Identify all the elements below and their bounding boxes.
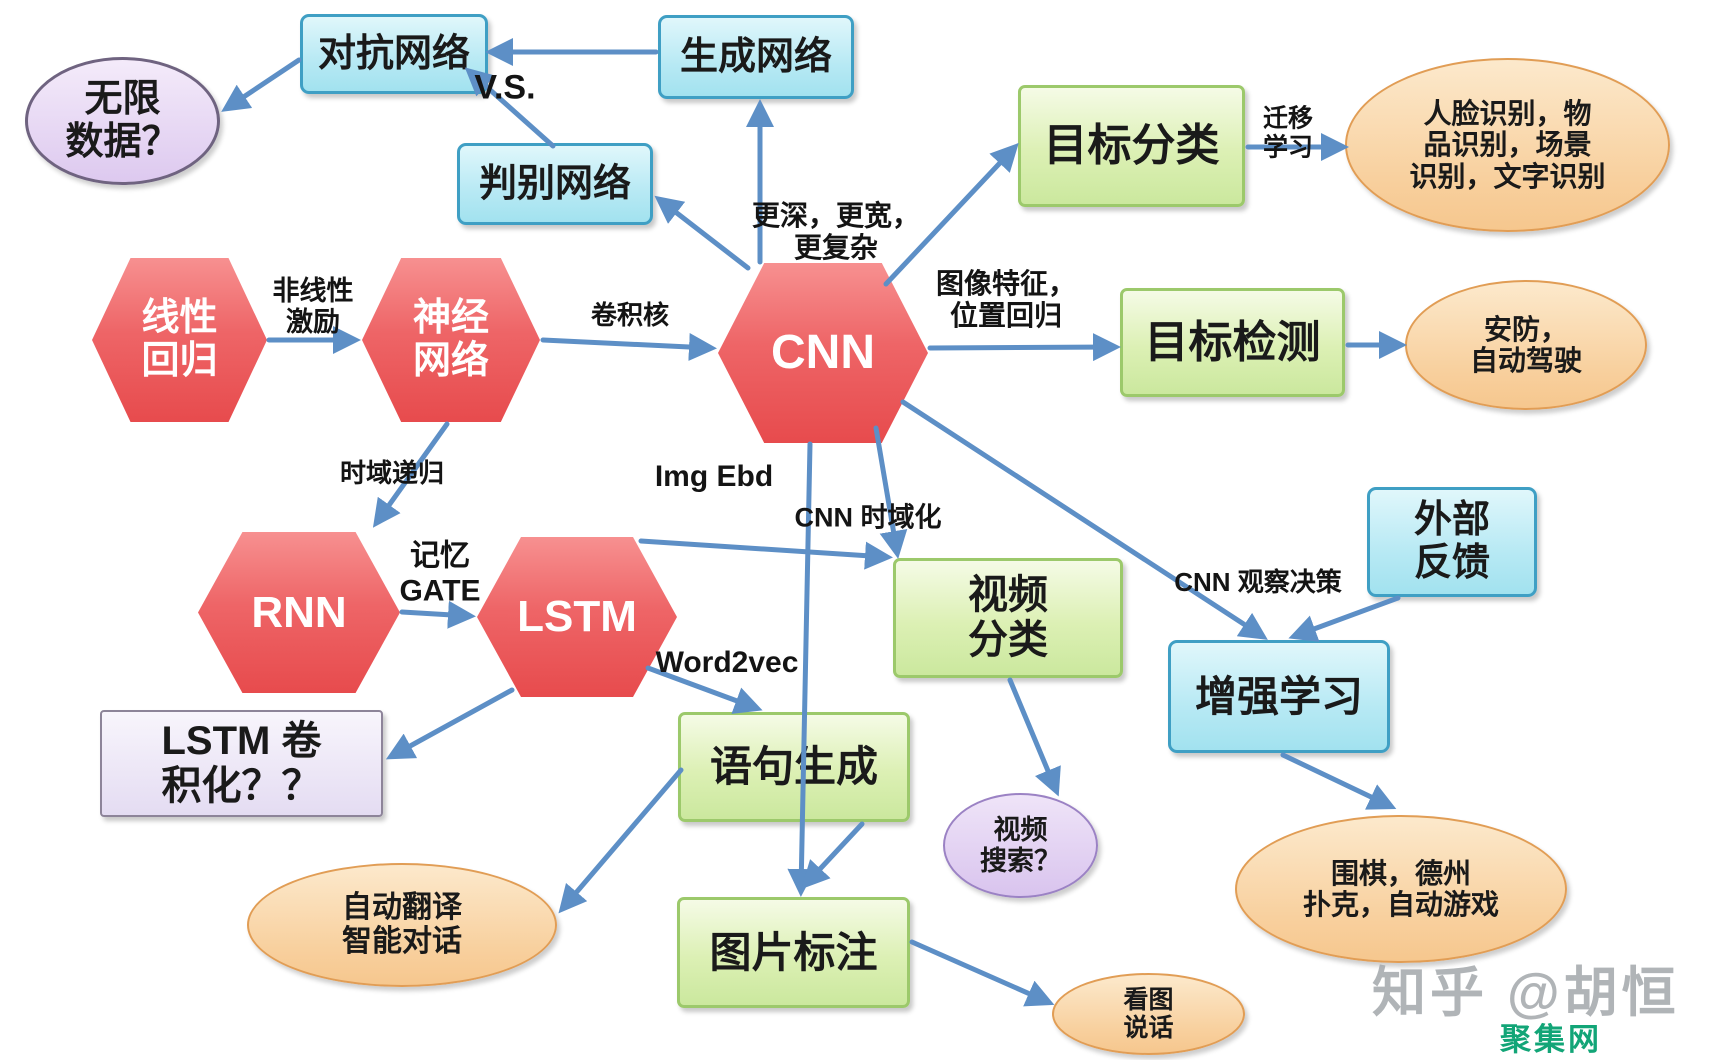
node-label-line: 数据？	[65, 121, 180, 163]
node-lstm-convolution: LSTM 卷积化？？	[100, 710, 383, 817]
node-label-line: RNN	[251, 587, 347, 637]
node-label-line: 识别，文字识别	[1409, 160, 1606, 192]
node-external-feedback: 外部反馈	[1367, 487, 1537, 597]
node-neural-network: 神经网络	[362, 258, 540, 422]
node-label-line: 看图	[1123, 986, 1174, 1014]
node-label-line: 目标检测	[1144, 317, 1321, 367]
node-label-line: 积化？？	[161, 763, 322, 808]
node-label-line: 智能对话	[342, 925, 462, 958]
node-label-line: 神经	[412, 297, 489, 340]
node-video-classification: 视频分类	[893, 558, 1123, 678]
node-lstm: LSTM	[477, 537, 677, 697]
node-label-line: 安防，	[1483, 313, 1568, 345]
node-discriminative-network: 判别网络	[457, 143, 653, 225]
node-label-line: 分类	[968, 618, 1048, 662]
node-recognition-applications: 人脸识别，物品识别，场景识别，文字识别	[1345, 58, 1670, 232]
node-label-line: 图片标注	[709, 928, 878, 976]
node-generative-network: 生成网络	[658, 15, 854, 99]
node-label-line: 目标分类	[1043, 121, 1220, 171]
node-linear-regression: 线性回归	[92, 258, 267, 422]
node-object-detection: 目标检测	[1120, 288, 1345, 397]
node-video-search: 视频搜索？	[943, 793, 1098, 898]
node-label-line: 视频	[968, 573, 1048, 618]
node-label-line: 回归	[141, 340, 218, 382]
node-reinforcement-learning: 增强学习	[1168, 640, 1390, 753]
node-label-line: 说话	[1123, 1014, 1174, 1042]
node-image-description: 看图说话	[1052, 973, 1245, 1055]
node-label-line: 线性	[141, 297, 218, 340]
node-label-line: 人脸识别，物	[1423, 97, 1592, 129]
node-rnn: RNN	[198, 532, 400, 693]
node-object-classification: 目标分类	[1018, 85, 1245, 207]
node-label-line: 围棋，德州	[1330, 857, 1471, 889]
node-label-line: LSTM	[517, 592, 637, 642]
watermark-site: 聚集网	[1500, 1022, 1602, 1057]
node-games-go-poker: 围棋，德州扑克，自动游戏	[1235, 815, 1567, 963]
node-label-line: 判别网络	[478, 162, 631, 205]
node-label-line: 扑克，自动游戏	[1302, 889, 1499, 920]
node-label-line: 搜索？	[980, 845, 1061, 876]
node-label-line: 网络	[412, 340, 489, 382]
node-translation-dialogue: 自动翻译智能对话	[247, 863, 557, 987]
node-security-autodriving: 安防，自动驾驶	[1405, 280, 1647, 410]
node-label-line: 视频	[993, 815, 1048, 846]
node-label-line: CNN	[771, 326, 875, 380]
node-label-line: 自动翻译	[342, 891, 462, 925]
node-label-line: 对抗网络	[317, 32, 470, 75]
watermark-author: 知乎 @胡恒	[1372, 963, 1680, 1023]
node-label-line: 生成网络	[679, 35, 832, 78]
node-label-line: 增强学习	[1194, 672, 1363, 720]
node-label-line: 外部	[1413, 499, 1490, 542]
node-cnn: CNN	[718, 263, 928, 443]
node-label-line: 语句生成	[709, 743, 878, 791]
node-label-line: 自动驾驶	[1469, 345, 1582, 376]
node-label-line: 品识别，场景	[1423, 129, 1592, 161]
node-label-line: LSTM 卷	[161, 718, 322, 763]
node-sentence-generation: 语句生成	[678, 712, 910, 822]
node-label-line: 无限	[84, 78, 161, 121]
node-adversarial-network: 对抗网络	[300, 14, 488, 94]
node-unlimited-data: 无限数据？	[25, 57, 220, 185]
node-label-line: 反馈	[1413, 542, 1490, 584]
node-image-captioning: 图片标注	[677, 897, 910, 1008]
